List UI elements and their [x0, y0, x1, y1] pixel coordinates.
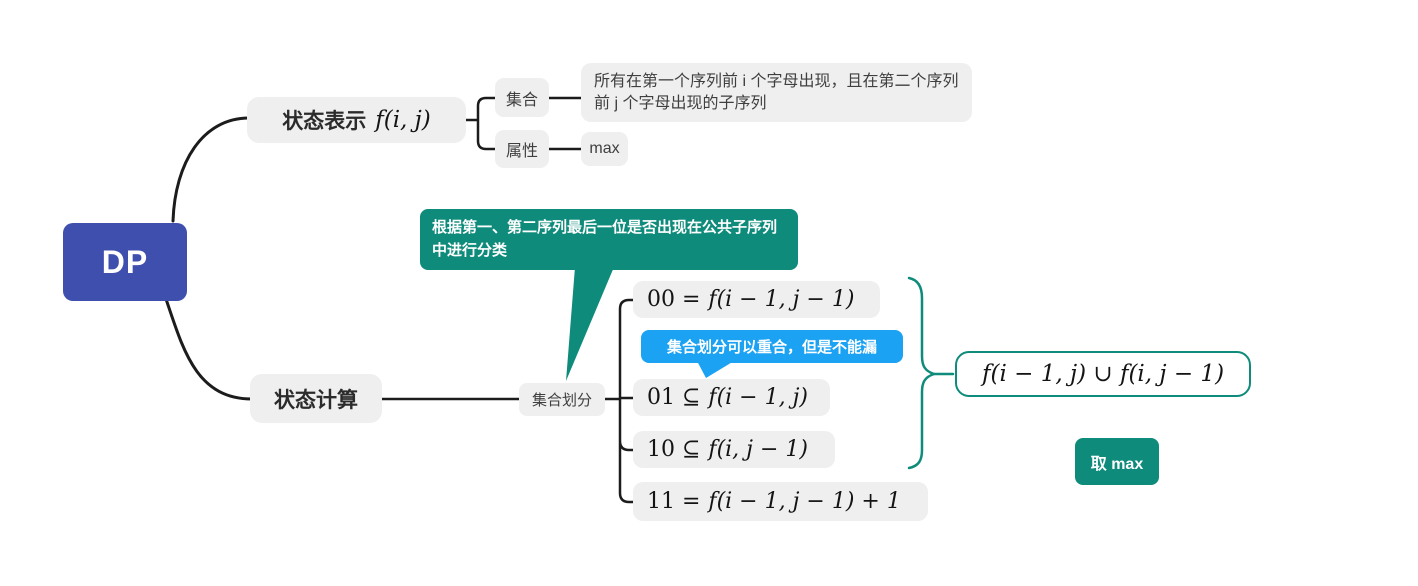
- topic-case-11[interactable]: 11 = f(i − 1, j − 1) + 1: [633, 482, 928, 521]
- callout-classification[interactable]: 根据第一、第二序列最后一位是否出现在公共子序列中进行分类: [420, 209, 798, 270]
- case-01-formula: f(i − 1, j): [708, 385, 808, 410]
- topic-state-representation-label: 状态表示: [282, 110, 367, 133]
- topic-set-partition[interactable]: 集合划分: [519, 383, 605, 416]
- topic-state-calculation[interactable]: 状态计算: [250, 374, 382, 423]
- topic-set-description[interactable]: 所有在第一个序列前 i 个字母出现，且在第二个序列前 j 个字母出现的子序列: [581, 63, 972, 122]
- callout-classification-pointer: [566, 267, 614, 381]
- edge-partition-children: [603, 298, 635, 504]
- topic-attribute[interactable]: 属性: [495, 130, 549, 168]
- topic-state-representation-formula: f(i, j): [375, 107, 431, 133]
- case-00-label: 00 =: [647, 287, 701, 312]
- group-brace: [907, 276, 938, 470]
- union-formula-text: f(i − 1, j) ∪ f(i, j − 1): [981, 361, 1225, 387]
- edge-root-to-repr: [171, 116, 251, 223]
- topic-take-max[interactable]: 取 max: [1075, 438, 1159, 485]
- topic-case-01[interactable]: 01 ⊆ f(i − 1, j): [633, 379, 830, 416]
- topic-set[interactable]: 集合: [495, 78, 549, 117]
- callout-overlap-pointer: [697, 361, 734, 378]
- root-topic-dp[interactable]: DP: [63, 223, 187, 301]
- case-10-formula: f(i, j − 1): [708, 437, 808, 462]
- topic-state-calculation-label: 状态计算: [274, 388, 358, 412]
- topic-attribute-value-max[interactable]: max: [581, 132, 628, 166]
- topic-union-formula[interactable]: f(i − 1, j) ∪ f(i, j − 1): [955, 351, 1251, 397]
- edge-root-to-calc: [164, 297, 254, 401]
- case-10-label: 10 ⊆: [647, 437, 701, 462]
- topic-case-00[interactable]: 00 = f(i − 1, j − 1): [633, 281, 880, 318]
- topic-case-10[interactable]: 10 ⊆ f(i, j − 1): [633, 431, 835, 468]
- topic-state-representation[interactable]: 状态表示 f(i, j): [247, 97, 466, 143]
- case-11-formula: f(i − 1, j − 1) + 1: [708, 489, 901, 514]
- case-01-label: 01 ⊆: [647, 385, 701, 410]
- edge-repr-children: [464, 96, 497, 151]
- callout-overlap[interactable]: 集合划分可以重合，但是不能漏: [641, 330, 903, 363]
- case-11-label: 11 =: [647, 489, 701, 514]
- case-00-formula: f(i − 1, j − 1): [708, 287, 855, 312]
